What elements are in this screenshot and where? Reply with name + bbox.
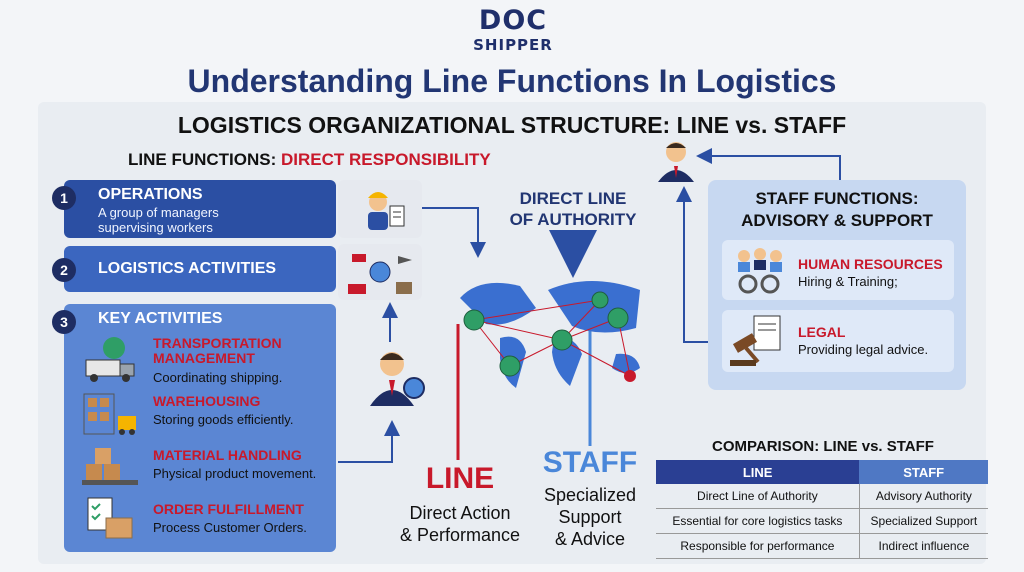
activity-material-handling: MATERIAL HANDLING Physical product movem… (80, 444, 332, 492)
table-cell: Indirect influence (859, 533, 988, 559)
docshipper-logo: DOC SHIPPER (468, 6, 558, 62)
people-gears-icon (738, 248, 782, 294)
boxes-handling-icon (82, 448, 138, 485)
legal-description: Providing legal advice. (798, 342, 929, 357)
table-cell: Responsible for performance (656, 533, 860, 559)
line-functions-heading: LINE FUNCTIONS: DIRECT RESPONSIBILITY (128, 150, 491, 170)
table-row: Direct Line of Authority Advisory Author… (656, 484, 988, 509)
logistics-icon-card (338, 244, 422, 300)
step-number-3: 3 (52, 310, 76, 334)
transportation-description: Coordinating shipping. (153, 370, 283, 385)
global-logistics-icon (348, 254, 412, 294)
line-function-operations: OPERATIONS A group of managers supervisi… (64, 180, 336, 238)
logo-line2: SHIPPER (473, 36, 553, 54)
authority-line1: DIRECT LINE (519, 189, 627, 208)
operations-description: A group of managers supervising workers (98, 205, 219, 235)
direct-line-of-authority-label: DIRECT LINE OF AUTHORITY (498, 188, 648, 230)
staff-heading-line2: ADVISORY & SUPPORT (741, 211, 933, 230)
staff-label: STAFF (542, 446, 638, 479)
staff-heading-line1: STAFF FUNCTIONS: (755, 189, 919, 208)
line-heading-prefix: LINE FUNCTIONS: (128, 150, 281, 169)
gavel-document-icon (730, 315, 781, 366)
warehousing-description: Storing goods efficiently. (153, 412, 294, 427)
line-sub1: Direct Action (409, 503, 511, 523)
logistics-activities-title: LOGISTICS ACTIVITIES (98, 260, 277, 277)
table-cell: Specialized Support (859, 508, 988, 534)
table-row: Responsible for performance Indirect inf… (656, 533, 988, 559)
manager-gear-icon (370, 352, 425, 406)
human-resources-title: HUMAN RESOURCES (798, 256, 943, 272)
activity-transportation: TRANSPORTATION MANAGEMENT Coordinating s… (80, 334, 332, 388)
staff-functions-box: STAFF FUNCTIONS: ADVISORY & SUPPORT HUMA… (708, 180, 966, 390)
warehousing-title: WAREHOUSING (153, 393, 261, 409)
line-label: LINE (425, 462, 495, 495)
logo-line1: DOC (478, 5, 548, 36)
page-title: Understanding Line Functions In Logistic… (187, 63, 837, 99)
world-network-map-icon (460, 281, 640, 388)
arrow-staff-to-top (676, 186, 708, 343)
arrow-operations-to-map (422, 207, 486, 258)
warehouse-forklift-icon (83, 393, 136, 435)
line-sub2: & Performance (399, 525, 521, 545)
authority-line2: OF AUTHORITY (509, 210, 637, 229)
table-row: Essential for core logistics tasks Speci… (656, 508, 988, 534)
activity-warehousing: WAREHOUSING Storing goods efficiently. (80, 390, 332, 438)
step-number-2: 2 (52, 258, 76, 282)
order-fulfillment-description: Process Customer Orders. (153, 520, 307, 535)
arrow-staff-to-executive (696, 148, 841, 180)
human-resources-description: Hiring & Training; (798, 274, 898, 289)
key-activities-title: KEY ACTIVITIES (98, 310, 223, 327)
table-cell: Essential for core logistics tasks (656, 508, 860, 534)
step-number-1: 1 (52, 186, 76, 210)
line-function-logistics-activities: LOGISTICS ACTIVITIES (64, 246, 336, 292)
truck-globe-icon (85, 337, 135, 382)
checklist-box-icon (87, 497, 133, 539)
comparison-table: LINE STAFF Direct Line of Authority Advi… (656, 460, 988, 559)
diagram-subtitle: LOGISTICS ORGANIZATIONAL STRUCTURE: LINE… (177, 112, 847, 138)
material-handling-description: Physical product movement. (153, 466, 317, 481)
staff-item-human-resources: HUMAN RESOURCES Hiring & Training; (722, 240, 954, 300)
staff-label-group: STAFF Specialized Support & Advice (530, 446, 650, 550)
executive-icon (658, 142, 694, 182)
material-handling-title: MATERIAL HANDLING (153, 447, 302, 463)
arrow-activities-to-manager (338, 420, 400, 463)
table-cell: Advisory Authority (859, 484, 988, 509)
worker-icon-card (338, 180, 422, 238)
operations-title: OPERATIONS (98, 186, 203, 203)
staff-functions-heading: STAFF FUNCTIONS: ADVISORY & SUPPORT (708, 188, 966, 232)
comparison-header-staff: STAFF (859, 460, 988, 484)
legal-title: LEGAL (798, 324, 846, 340)
transportation-title: TRANSPORTATION MANAGEMENT (153, 335, 282, 366)
line-heading-emphasis: DIRECT RESPONSIBILITY (281, 150, 491, 169)
order-fulfillment-title: ORDER FULFILLMENT (153, 501, 304, 517)
table-cell: Direct Line of Authority (656, 484, 860, 509)
staff-sub1: Specialized (543, 485, 637, 505)
worker-clipboard-icon (368, 192, 405, 230)
activity-order-fulfillment: ORDER FULFILLMENT Process Customer Order… (80, 496, 332, 546)
comparison-title: COMPARISON: LINE vs. STAFF (712, 438, 934, 455)
line-label-group: LINE Direct Action & Performance (390, 462, 530, 546)
staff-item-legal: LEGAL Providing legal advice. (722, 310, 954, 372)
staff-sub2: Support (558, 507, 622, 527)
comparison-header-line: LINE (656, 460, 860, 484)
staff-sub3: & Advice (554, 529, 626, 549)
